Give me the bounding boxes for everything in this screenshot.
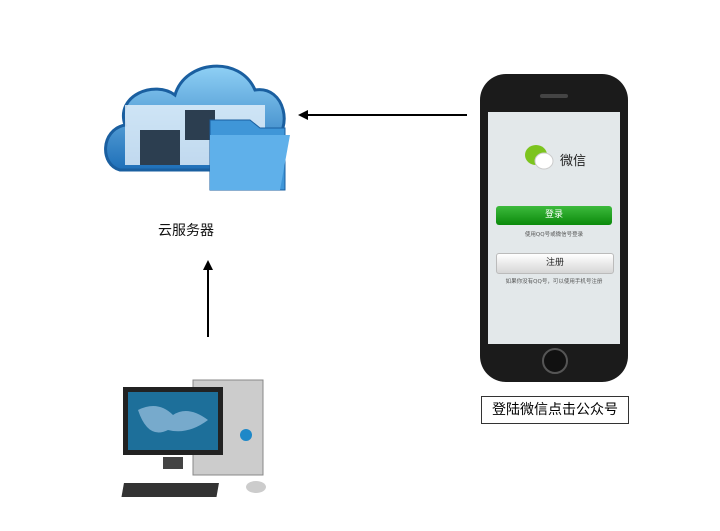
phone-speaker bbox=[540, 94, 568, 98]
login-hint: 使用QQ号或微信号登录 bbox=[524, 232, 584, 238]
wechat-logo-icon bbox=[525, 145, 554, 170]
server-label: 云服务器 bbox=[158, 223, 214, 239]
wechat-login-screen: 微信 登录 使用QQ号或微信号登录 注册 如果你没有QQ号，可以使用手机号注册 bbox=[488, 112, 620, 344]
register-button[interactable]: 注册 bbox=[496, 253, 614, 274]
register-hint: 如果你没有QQ号，可以使用手机号注册 bbox=[505, 279, 603, 285]
login-button[interactable]: 登录 bbox=[496, 206, 612, 225]
smartphone: 微信 登录 使用QQ号或微信号登录 注册 如果你没有QQ号，可以使用手机号注册 bbox=[480, 74, 628, 382]
phone-caption: 登陆微信点击公众号 bbox=[481, 396, 629, 424]
desktop-computer-icon bbox=[121, 379, 266, 497]
app-name: 微信 bbox=[560, 154, 587, 169]
home-button[interactable] bbox=[542, 348, 568, 374]
cloud-server-icon bbox=[104, 64, 290, 191]
